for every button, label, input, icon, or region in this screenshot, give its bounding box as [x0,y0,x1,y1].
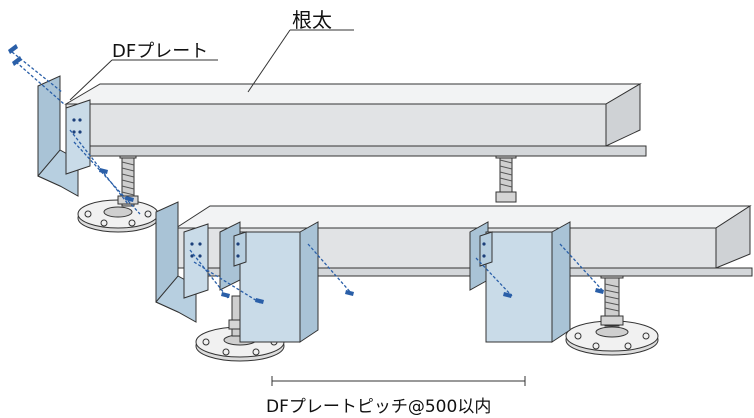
front-left-df-plate [155,201,209,323]
pitch-label: DFプレートピッチ@500以内 [266,397,492,417]
back-plate-screws [8,44,141,215]
joist-label: 根太 [292,8,332,32]
front-right-pedestal [565,269,659,356]
joist-leader-pointer [247,29,291,93]
front-plate-screws [189,243,605,305]
df-plate-label: DFプレート [112,41,209,62]
back-df-plate [37,75,91,197]
back-right-pedestal [495,149,517,203]
front-joist-assembly [155,201,753,362]
plate-leader-pointer [69,59,113,101]
pitch-dimension [271,376,526,386]
front-right-df-plate [469,221,571,343]
front-mid-df-plate [219,221,319,343]
back-joist [64,83,647,157]
leader-lines [69,29,354,101]
back-joist-assembly [8,44,647,233]
